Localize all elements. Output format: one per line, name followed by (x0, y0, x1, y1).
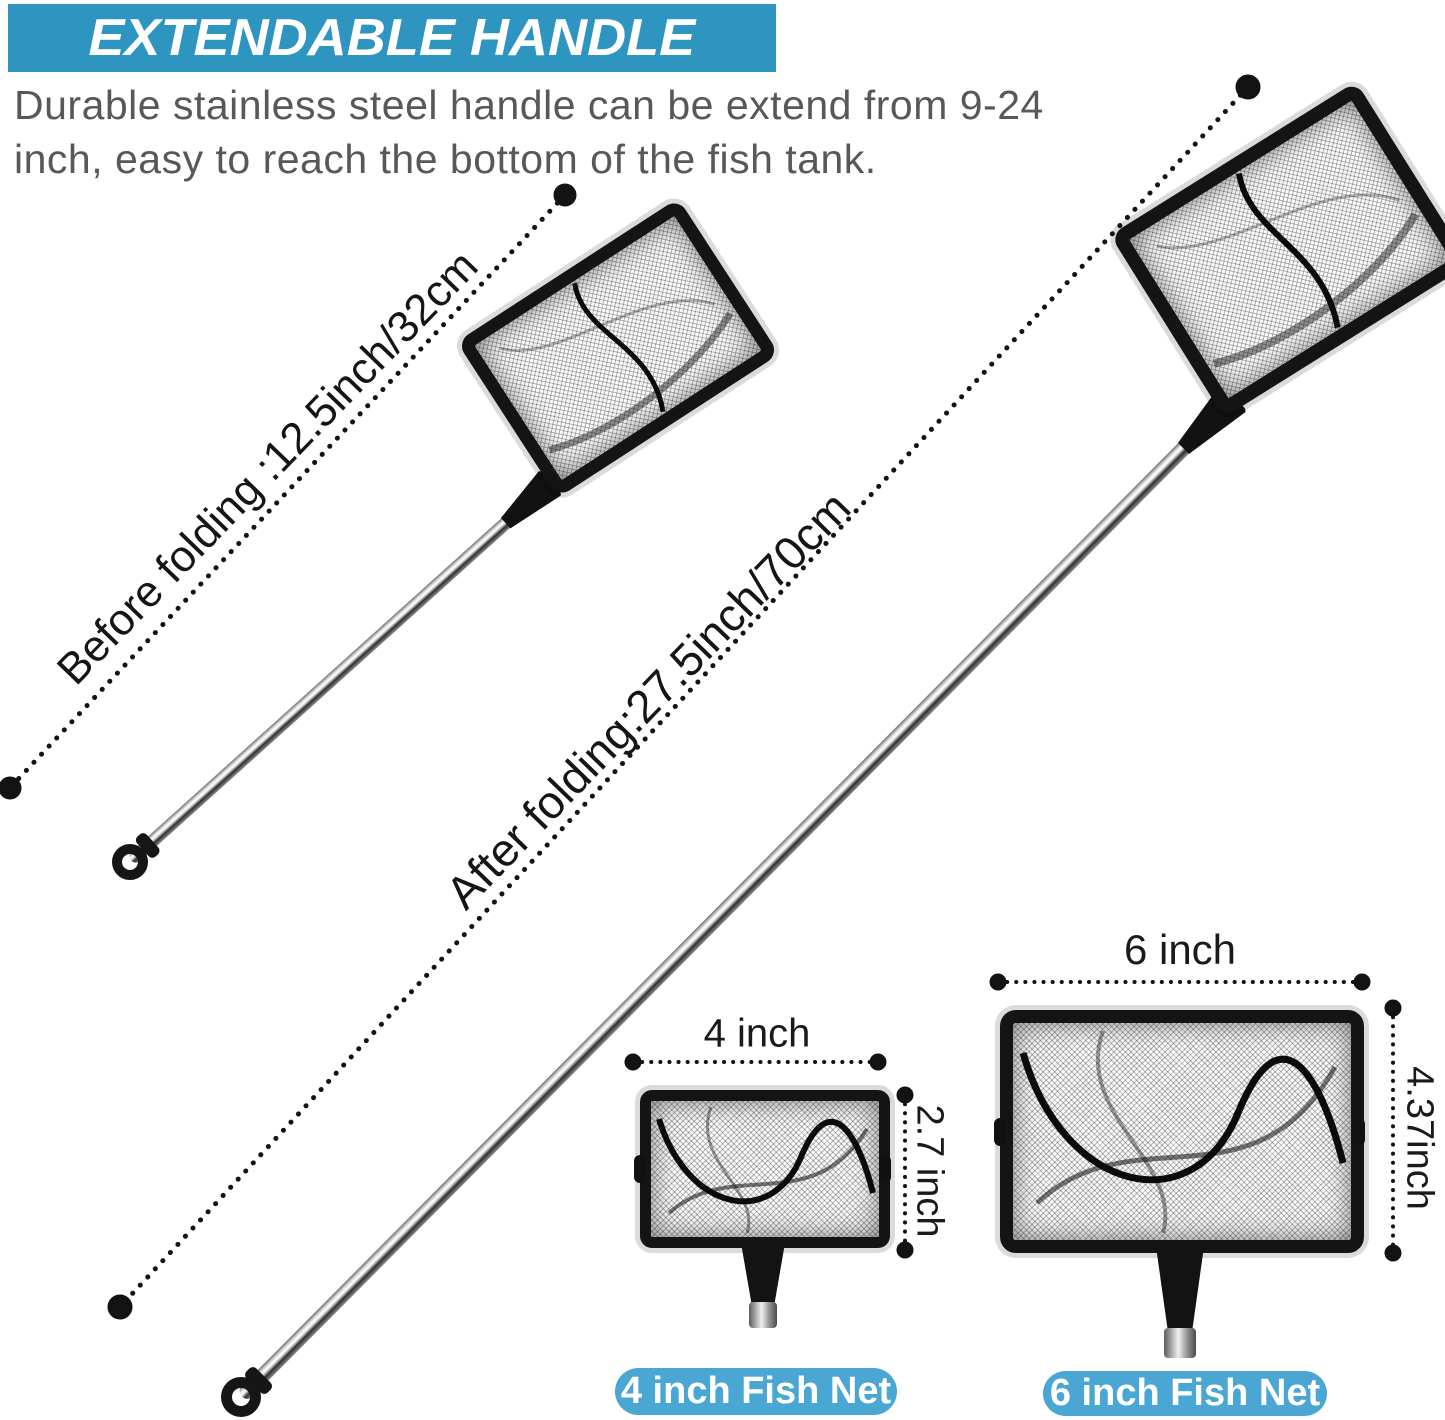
closeup-6-inch-height-label: 4.37inch (1398, 1066, 1441, 1210)
closeup-6-inch-badge: 6 inch Fish Net (1043, 1371, 1327, 1416)
frame-clip-right (1353, 1118, 1365, 1146)
frame-clip-left (634, 1155, 646, 1183)
frame-clip-left (994, 1118, 1006, 1146)
closeup-6-inch-width-label: 6 inch (1123, 926, 1237, 973)
closeup-4-inch-net (640, 1090, 890, 1248)
closeup-4-inch-connector (741, 1244, 785, 1304)
net-fold-lines (1019, 1030, 1347, 1234)
after-folding-label: After folding:27.5inch/70cm (435, 481, 861, 919)
description-line-2: inch, easy to reach the bottom of the fi… (14, 136, 877, 182)
description-line-1: Durable stainless steel handle can be ex… (14, 82, 1044, 128)
before-folding-label: Before folding :12.5inch/32cm (47, 241, 488, 695)
header-banner: EXTENDABLE HANDLE (8, 4, 776, 72)
closeup-6-inch-net (1000, 1010, 1364, 1253)
closeup-4-inch-connector-tip (749, 1302, 777, 1328)
frame-clip-right (879, 1155, 891, 1183)
fish-net-long-head (1110, 81, 1445, 418)
fish-net-short-head (456, 198, 780, 498)
net-fold-lines (499, 282, 734, 454)
closeup-4-inch-width-label: 4 inch (703, 1011, 811, 1056)
closeup-6-inch-connector (1156, 1250, 1204, 1330)
closeup-4-inch-badge: 4 inch Fish Net (615, 1368, 897, 1415)
page-title: EXTENDABLE HANDLE (88, 9, 696, 67)
fish-net-short-ring (112, 844, 148, 880)
closeup-4-inch-height-label: 2.7 inch (908, 1104, 951, 1238)
net-fold-lines (1156, 172, 1419, 368)
net-fold-lines (656, 1106, 876, 1234)
fish-net-long-ring (221, 1377, 261, 1417)
closeup-6-inch-connector-tip (1164, 1328, 1196, 1358)
